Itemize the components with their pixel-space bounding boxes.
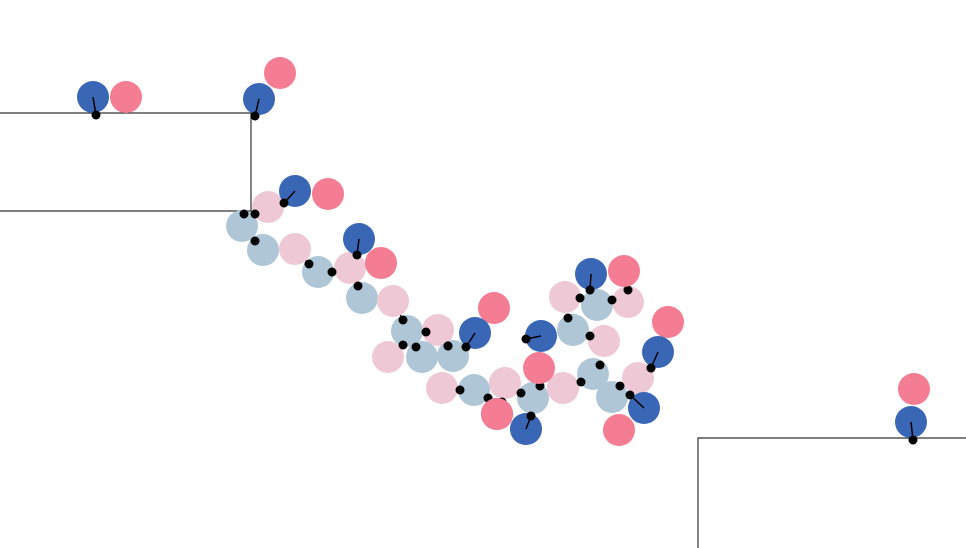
pink-goo-ball[interactable] — [652, 306, 684, 338]
goo-joint — [575, 293, 585, 303]
light-blue-goo-ball — [557, 314, 589, 346]
light-blue-goo-ball — [346, 282, 378, 314]
goo-joint — [279, 198, 289, 208]
goo-creature[interactable] — [575, 255, 640, 295]
goo-creature[interactable] — [481, 398, 542, 445]
terrain — [0, 112, 966, 548]
goo-joint — [461, 342, 471, 352]
goo-joint — [421, 327, 431, 337]
goo-joint — [516, 388, 526, 398]
pink-goo-ball[interactable] — [898, 373, 930, 405]
goo-joint — [398, 315, 408, 325]
pink-goo-ball[interactable] — [365, 247, 397, 279]
light-pink-goo-ball — [279, 233, 311, 265]
goo-joint — [250, 236, 260, 246]
light-pink-goo-ball — [622, 362, 654, 394]
light-pink-goo-ball — [588, 325, 620, 357]
goo-structure — [226, 191, 656, 414]
goo-joint — [615, 381, 625, 391]
pink-goo-ball[interactable] — [312, 178, 344, 210]
light-blue-goo-ball — [226, 210, 258, 242]
goo-joint — [411, 342, 421, 352]
right-platform — [697, 437, 966, 548]
goo-joint — [250, 111, 260, 121]
pink-goo-ball[interactable] — [110, 81, 142, 113]
light-pink-goo-ball — [549, 281, 581, 313]
light-pink-goo-ball — [426, 372, 458, 404]
upper-ledge — [0, 112, 252, 212]
goo-joint — [398, 340, 408, 350]
pink-goo-ball[interactable] — [523, 352, 555, 384]
goo-joint — [352, 250, 362, 260]
goo-creature[interactable] — [521, 320, 558, 384]
goo-creature[interactable] — [77, 81, 142, 120]
goo-joint — [443, 341, 453, 351]
goo-joint — [250, 209, 260, 219]
light-pink-goo-ball — [489, 367, 521, 399]
goo-creature[interactable] — [243, 57, 296, 121]
light-pink-goo-ball — [612, 286, 644, 318]
goo-creatures — [77, 57, 930, 446]
goo-creature[interactable] — [603, 390, 660, 447]
goo-joint — [521, 334, 531, 344]
goo-creature[interactable] — [459, 292, 510, 352]
light-pink-goo-ball — [334, 252, 366, 284]
pink-goo-ball[interactable] — [481, 398, 513, 430]
goo-joint — [239, 209, 249, 219]
light-pink-goo-ball — [252, 191, 284, 223]
goo-joint — [304, 259, 314, 269]
goo-creature[interactable] — [279, 175, 344, 210]
goo-joint — [91, 110, 101, 120]
pink-goo-ball[interactable] — [264, 57, 296, 89]
goo-joint — [646, 363, 656, 373]
light-pink-goo-ball — [422, 314, 454, 346]
goo-joint — [576, 377, 586, 387]
goo-joint — [625, 390, 635, 400]
goo-creature[interactable] — [343, 223, 397, 279]
light-pink-goo-ball — [372, 341, 404, 373]
light-blue-goo-ball — [581, 289, 613, 321]
pink-goo-ball[interactable] — [478, 292, 510, 324]
goo-joint — [455, 385, 465, 395]
goo-joint — [595, 360, 605, 370]
goo-joint — [623, 285, 633, 295]
light-pink-goo-ball — [547, 372, 579, 404]
goo-creature[interactable] — [642, 306, 684, 373]
goo-joint — [563, 313, 573, 323]
goo-joint — [327, 267, 337, 277]
light-pink-goo-ball — [377, 285, 409, 317]
goo-joint — [585, 285, 595, 295]
goo-joint — [908, 435, 918, 445]
goo-joint — [353, 281, 363, 291]
goo-joint — [526, 411, 536, 421]
light-blue-goo-ball — [391, 315, 423, 347]
goo-creature[interactable] — [895, 373, 930, 445]
pink-goo-ball[interactable] — [608, 255, 640, 287]
goo-joint — [585, 331, 595, 341]
pink-goo-ball[interactable] — [603, 414, 635, 446]
goo-joint — [607, 295, 617, 305]
light-blue-goo-ball — [458, 374, 490, 406]
light-blue-goo-ball — [406, 341, 438, 373]
